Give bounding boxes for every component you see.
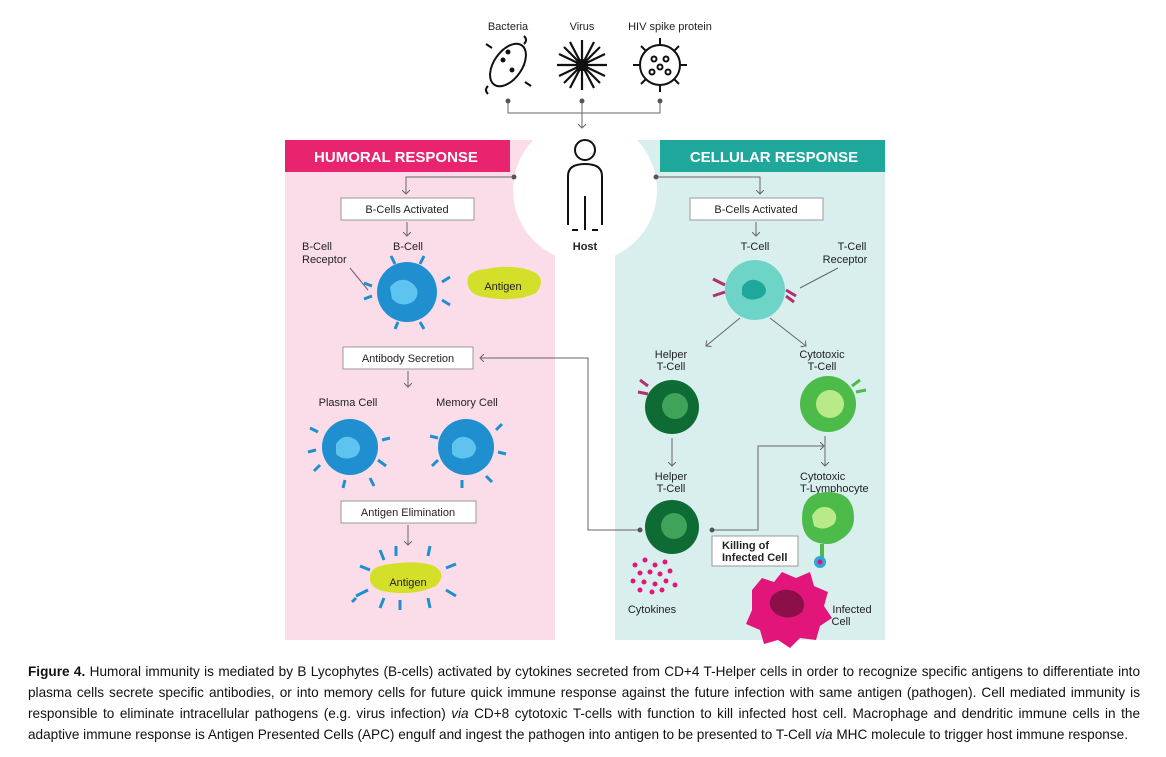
helper-b-label-2: T-Cell xyxy=(657,483,686,495)
b-cell-icon xyxy=(363,255,451,330)
cellular-b-cells-activated-box xyxy=(689,197,824,221)
antigen-elimination-box xyxy=(340,500,477,524)
bacteria-icon xyxy=(485,35,532,95)
cytokines-label: Cytokines xyxy=(628,604,677,616)
virus-icon xyxy=(557,40,607,90)
t-cell-receptor-label-1: T-Cell xyxy=(838,241,867,253)
cellular-b-cells-activated-text: B-Cells Activated xyxy=(714,204,797,216)
infected-label-2: Cell xyxy=(832,616,851,628)
antigen-bottom-label: Antigen xyxy=(389,577,426,589)
t-cell-icon xyxy=(712,260,797,320)
killing-label-2: Infected Cell xyxy=(722,552,787,564)
humoral-header-bar xyxy=(285,140,510,172)
humoral-panel xyxy=(285,140,555,640)
caption-part-1: Humoral immunity is mediated by B Lycoph… xyxy=(28,664,1140,721)
b-cell-receptor-label-1: B-Cell xyxy=(302,241,332,253)
figure-caption: Figure 4. Humoral immunity is mediated b… xyxy=(28,661,1140,745)
cytokines-icon xyxy=(630,557,678,595)
helper-b-label-1: Helper xyxy=(655,471,688,483)
memory-cell-label: Memory Cell xyxy=(436,397,498,409)
pathogen-to-host-arrow xyxy=(507,100,661,128)
t-cell-receptor-label-2: Receptor xyxy=(823,254,868,266)
figure-label: Figure 4. xyxy=(28,664,86,679)
bacteria-label: Bacteria xyxy=(488,21,529,33)
killing-box xyxy=(711,535,799,567)
helper-t-cell-icon xyxy=(637,378,699,434)
antigen-label: Antigen xyxy=(484,281,521,293)
b-cell-receptor-label-2: Receptor xyxy=(302,254,347,266)
helper-t-cell-2-icon xyxy=(645,500,699,554)
ctl-label-1: Cytotoxic xyxy=(800,471,846,483)
killing-label-1: Killing of xyxy=(722,540,769,552)
helper-label-1: Helper xyxy=(655,349,688,361)
immune-response-diagram: HUMORAL RESPONSE CELLULAR RESPONSE Host … xyxy=(285,21,885,648)
t-cell-label: T-Cell xyxy=(741,241,770,253)
infected-cell-icon xyxy=(746,572,832,648)
cytotoxic-label-1: Cytotoxic xyxy=(799,349,845,361)
humoral-b-cells-activated-box xyxy=(340,197,475,221)
hiv-spike-icon xyxy=(633,38,687,92)
caption-part-3: MHC molecule to trigger host immune resp… xyxy=(832,727,1128,742)
humoral-b-cells-activated-text: B-Cells Activated xyxy=(365,204,448,216)
ctl-icon xyxy=(802,492,854,568)
hiv-label: HIV spike protein xyxy=(628,21,712,33)
host-to-cellular-arrow xyxy=(656,176,760,194)
antigen-blob: Antigen xyxy=(467,266,541,300)
antigen-elimination-icon: Antigen xyxy=(350,545,457,610)
memory-cell-icon xyxy=(429,419,507,488)
cellular-header-bar xyxy=(660,140,885,172)
ctl-label-2: T-Lymphocyte xyxy=(800,483,869,495)
infected-label-1: Infected xyxy=(832,604,871,616)
cellular-header: CELLULAR RESPONSE xyxy=(690,149,858,166)
antibody-secretion-text: Antibody Secretion xyxy=(362,353,454,365)
host-circle xyxy=(513,118,657,262)
helper-to-antibody-arrow xyxy=(480,358,640,531)
antigen-elimination-text: Antigen Elimination xyxy=(361,507,455,519)
humoral-header: HUMORAL RESPONSE xyxy=(314,149,478,166)
caption-part-2: CD+8 cytotoxic T-cells with function to … xyxy=(28,706,1141,742)
caption-via-2: via xyxy=(815,727,833,742)
cytotoxic-t-cell-icon xyxy=(800,376,867,432)
caption-via-1: via xyxy=(451,706,469,721)
plasma-cell-icon xyxy=(307,419,391,489)
helper-label-2: T-Cell xyxy=(657,361,686,373)
plasma-cell-label: Plasma Cell xyxy=(319,397,378,409)
host-to-humoral-arrow xyxy=(406,176,514,194)
virus-label: Virus xyxy=(570,21,595,33)
host-person-icon xyxy=(567,139,603,231)
cytotoxic-label-2: T-Cell xyxy=(808,361,837,373)
host-label: Host xyxy=(573,241,598,253)
antibody-secretion-box xyxy=(342,346,474,370)
b-cell-label: B-Cell xyxy=(393,241,423,253)
killing-arrow xyxy=(712,446,824,531)
